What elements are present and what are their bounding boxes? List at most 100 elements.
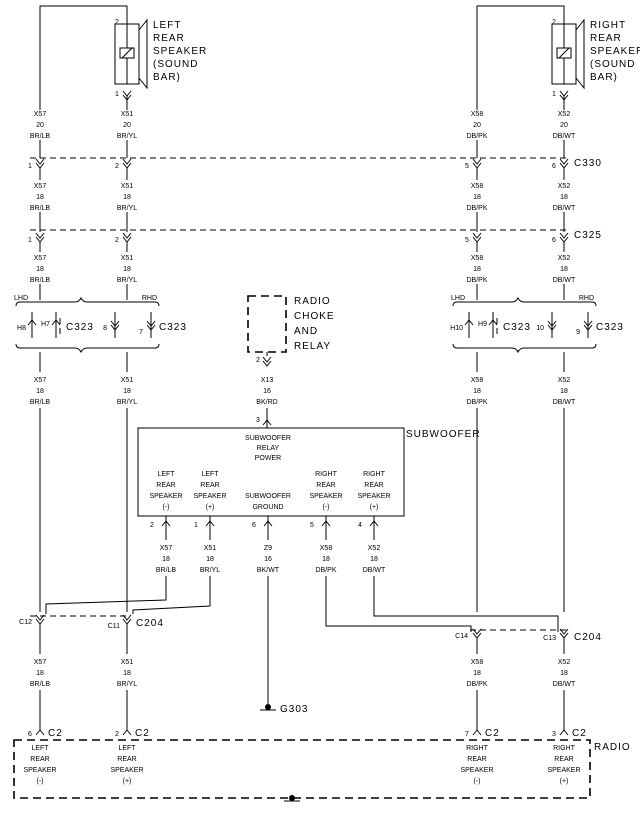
c204-label-right: C204: [574, 632, 602, 643]
wire-d-c325-label-0: X52: [558, 255, 571, 262]
wire-c-c204-label-0: X58: [471, 659, 484, 666]
route-left-plus: [132, 576, 211, 614]
radio-term-c-3: (-): [474, 778, 481, 785]
wire-b-c204-label-2: BR/YL: [117, 681, 137, 688]
subwoofer-term-3-2: SPEAKER: [309, 493, 342, 500]
right-c323-top-brace: [452, 296, 597, 307]
relay-label-0: RADIO: [294, 296, 331, 307]
route-left-minus: [45, 576, 167, 614]
subwoofer-term-3-0: RIGHT: [315, 471, 338, 478]
wire-b-c204-label-0: X51: [121, 659, 134, 666]
wire-c-c204-label-1: 18: [473, 670, 481, 677]
radio-term-a-2: SPEAKER: [23, 767, 56, 774]
c330-pin-c: [472, 158, 482, 165]
subwoofer-term-label-3-1: 18: [322, 556, 330, 563]
wire-b-c323-label-0: X51: [121, 377, 134, 384]
wire-c-c323-label-1: 18: [473, 388, 481, 395]
wire-b-c330-label-0: X51: [121, 183, 134, 190]
wire-c-c323-label-2: DB/PK: [466, 399, 487, 406]
left-p-b-label: 7: [139, 329, 143, 336]
radio-term-a-0: LEFT: [31, 745, 49, 752]
right-speaker-pin-1: 1: [552, 91, 556, 98]
right-speaker-label-2: SPEAKER: [590, 46, 640, 57]
left-speaker-label-1: REAR: [153, 33, 185, 44]
wire-a-c323-label-2: BR/LB: [30, 399, 51, 406]
wire-c-c325-label-0: X58: [471, 255, 484, 262]
relay-pin-chevron: [262, 356, 272, 363]
wire-b-c330-label-2: BR/YL: [117, 205, 137, 212]
radio-term-a-3: (-): [37, 778, 44, 785]
wire-a-c323-label-1: 18: [36, 388, 44, 395]
right-speaker-coil-slash: [558, 47, 570, 59]
subwoofer-term-label-3-2: DB/PK: [315, 567, 336, 574]
subwoofer-label: SUBWOOFER: [406, 429, 481, 440]
wire-a-c204-label-1: 18: [36, 670, 44, 677]
subwoofer-term-label-3-0: X58: [320, 545, 333, 552]
subwoofer-term-pin-0: 2: [150, 522, 154, 529]
c325-pin-num-d: 6: [552, 237, 556, 244]
subwoofer-term-label-4-2: DB/WT: [363, 567, 386, 574]
c204-c12-chev: [35, 614, 45, 621]
c2-pin-chev-a: [35, 729, 45, 736]
subwoofer-term-3-3: (-): [323, 504, 330, 511]
c204-label-left: C204: [136, 618, 164, 629]
wire-a-c330-label-1: 18: [36, 194, 44, 201]
relay-wire-label-1: 16: [263, 388, 271, 395]
subwoofer-term-label-1-2: BR/YL: [200, 567, 220, 574]
wire-c-c325-label-1: 18: [473, 266, 481, 273]
subwoofer-term-3-1: REAR: [316, 482, 335, 489]
subwoofer-term-1-0: LEFT: [201, 471, 219, 478]
c2-pin-num-d: 3: [552, 731, 556, 738]
radio-choke-relay-box: [247, 295, 287, 353]
subwoofer-term-label-0-1: 18: [162, 556, 170, 563]
c330-label: C330: [574, 158, 602, 169]
subwoofer-term-4-2: SPEAKER: [357, 493, 390, 500]
c2-label-a: C2: [48, 728, 63, 739]
subwoofer-term-pin-4: 4: [358, 522, 362, 529]
wire-a-c325-label-1: 18: [36, 266, 44, 273]
subwoofer-term-1-1: REAR: [200, 482, 219, 489]
wire-a-c325-label-0: X57: [34, 255, 47, 262]
left-c323-bot-brace: [15, 343, 160, 354]
c330-pin-num-d: 6: [552, 163, 556, 170]
right-rhd-label: RHD: [579, 295, 594, 302]
wire-a-top-label-0: X57: [34, 111, 47, 118]
right-speaker-cone: [575, 18, 585, 90]
c2-pin-num-a: 6: [28, 731, 32, 738]
c325-pin-d: [559, 232, 569, 239]
c325-pin-num-c: 5: [465, 237, 469, 244]
wire-d-c325-label-1: 18: [560, 266, 568, 273]
right-lhd-label: LHD: [451, 295, 465, 302]
subwoofer-box: [137, 427, 405, 517]
radio-term-c-1: REAR: [467, 756, 486, 763]
right-p-b-label: 9: [576, 329, 580, 336]
relay-pin-2: 2: [256, 357, 260, 364]
c204-c14-chev: [472, 628, 482, 635]
right-speaker-label-1: REAR: [590, 33, 622, 44]
right-c323-bot-brace: [452, 343, 597, 354]
wire-d-top-label-2: DB/WT: [553, 133, 576, 140]
subwoofer-term-pin-3: 5: [310, 522, 314, 529]
wire-c-top-label-1: 20: [473, 122, 481, 129]
subwoofer-term-label-2-0: Z9: [264, 545, 272, 552]
wire-b-c330-label-1: 18: [123, 194, 131, 201]
left-speaker-label-2: SPEAKER: [153, 46, 207, 57]
right-c323-label-a: C323: [503, 322, 531, 333]
c2-pin-num-b: 2: [115, 731, 119, 738]
subwoofer-term-label-1-0: X51: [204, 545, 217, 552]
route-right-minus: [325, 576, 472, 632]
radio-box: [13, 739, 591, 799]
left-c323-label-a: C323: [66, 322, 94, 333]
c325-pin-b: [122, 232, 132, 239]
wire-c-top-label-0: X58: [471, 111, 484, 118]
c330-pin-num-b: 2: [115, 163, 119, 170]
radio-term-c-2: SPEAKER: [460, 767, 493, 774]
wire-a-c323-label-0: X57: [34, 377, 47, 384]
right-h-a-label: H10: [450, 325, 463, 332]
c330-pin-a: [35, 158, 45, 165]
wire-d-c330-label-2: DB/WT: [553, 205, 576, 212]
c325-pin-num-b: 2: [115, 237, 119, 244]
wire-b-c323-label-1: 18: [123, 388, 131, 395]
left-h-b-label: H7: [41, 321, 50, 328]
